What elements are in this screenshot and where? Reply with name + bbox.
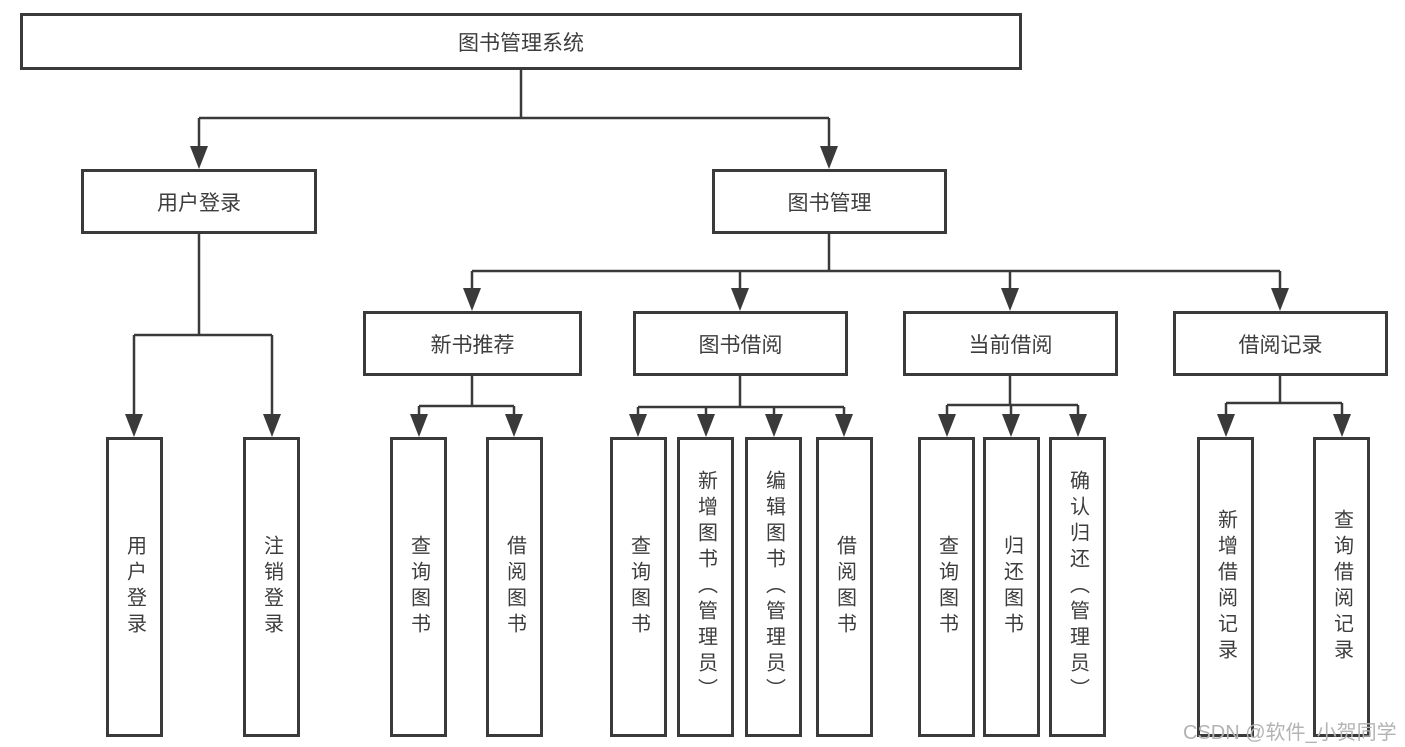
- leaf-bb-query-books: 查询图书: [610, 437, 667, 737]
- leaf-cb-return-books: 归还图书: [983, 437, 1040, 737]
- leaf-nb-query-books: 查询图书: [390, 437, 447, 737]
- node-library-system-label: 图书管理系统: [458, 31, 584, 55]
- leaf-bb-add-books-admin: 新增图书（管理员）: [677, 437, 734, 737]
- leaf-br-query-record: 查询借阅记录: [1313, 437, 1370, 737]
- node-new-book-recommend-label: 新书推荐: [430, 333, 515, 357]
- node-user-login-label: 用户登录: [157, 191, 241, 215]
- node-current-borrowing-label: 当前借阅: [968, 333, 1053, 357]
- leaf-bb-edit-books-admin: 编辑图书（管理员）: [745, 437, 802, 737]
- node-book-management-label: 图书管理: [787, 191, 872, 215]
- leaf-logout-label: 注销登录: [260, 535, 283, 639]
- leaf-nb-borrow-books: 借阅图书: [486, 437, 543, 737]
- node-current-borrowing: 当前借阅: [903, 311, 1118, 376]
- leaf-user-login: 用户登录: [106, 437, 163, 737]
- node-borrow-records-label: 借阅记录: [1238, 333, 1323, 357]
- node-book-borrowing-label: 图书借阅: [698, 333, 783, 357]
- leaf-cb-confirm-return-admin-label: 确认归还（管理员）: [1066, 470, 1089, 704]
- leaf-cb-query-books-label: 查询图书: [935, 535, 958, 639]
- node-library-system: 图书管理系统: [20, 13, 1022, 70]
- node-book-borrowing: 图书借阅: [633, 311, 848, 376]
- leaf-bb-add-books-admin-label: 新增图书（管理员）: [694, 470, 717, 704]
- connector-edges: [132, 69, 1344, 416]
- leaf-bb-borrow-books-label: 借阅图书: [833, 535, 856, 639]
- leaf-cb-confirm-return-admin: 确认归还（管理员）: [1049, 437, 1106, 737]
- node-borrow-records: 借阅记录: [1173, 311, 1388, 376]
- leaf-cb-return-books-label: 归还图书: [1000, 535, 1023, 639]
- node-new-book-recommend: 新书推荐: [363, 311, 582, 376]
- leaf-cb-query-books: 查询图书: [918, 437, 975, 737]
- leaf-user-login-label: 用户登录: [123, 535, 146, 639]
- connector-arrowheads: [125, 146, 1351, 437]
- leaf-nb-borrow-books-label: 借阅图书: [503, 535, 526, 639]
- leaf-bb-borrow-books: 借阅图书: [816, 437, 873, 737]
- leaf-br-add-record: 新增借阅记录: [1197, 437, 1254, 737]
- leaf-bb-edit-books-admin-label: 编辑图书（管理员）: [762, 470, 785, 704]
- leaf-nb-query-books-label: 查询图书: [407, 535, 430, 639]
- leaf-logout: 注销登录: [243, 437, 300, 737]
- node-book-management: 图书管理: [712, 169, 947, 234]
- watermark: CSDN @软件_小贺同学: [1183, 722, 1397, 744]
- leaf-br-query-record-label: 查询借阅记录: [1330, 509, 1353, 665]
- node-user-login: 用户登录: [81, 169, 317, 234]
- leaf-br-add-record-label: 新增借阅记录: [1214, 509, 1237, 665]
- leaf-bb-query-books-label: 查询图书: [627, 535, 650, 639]
